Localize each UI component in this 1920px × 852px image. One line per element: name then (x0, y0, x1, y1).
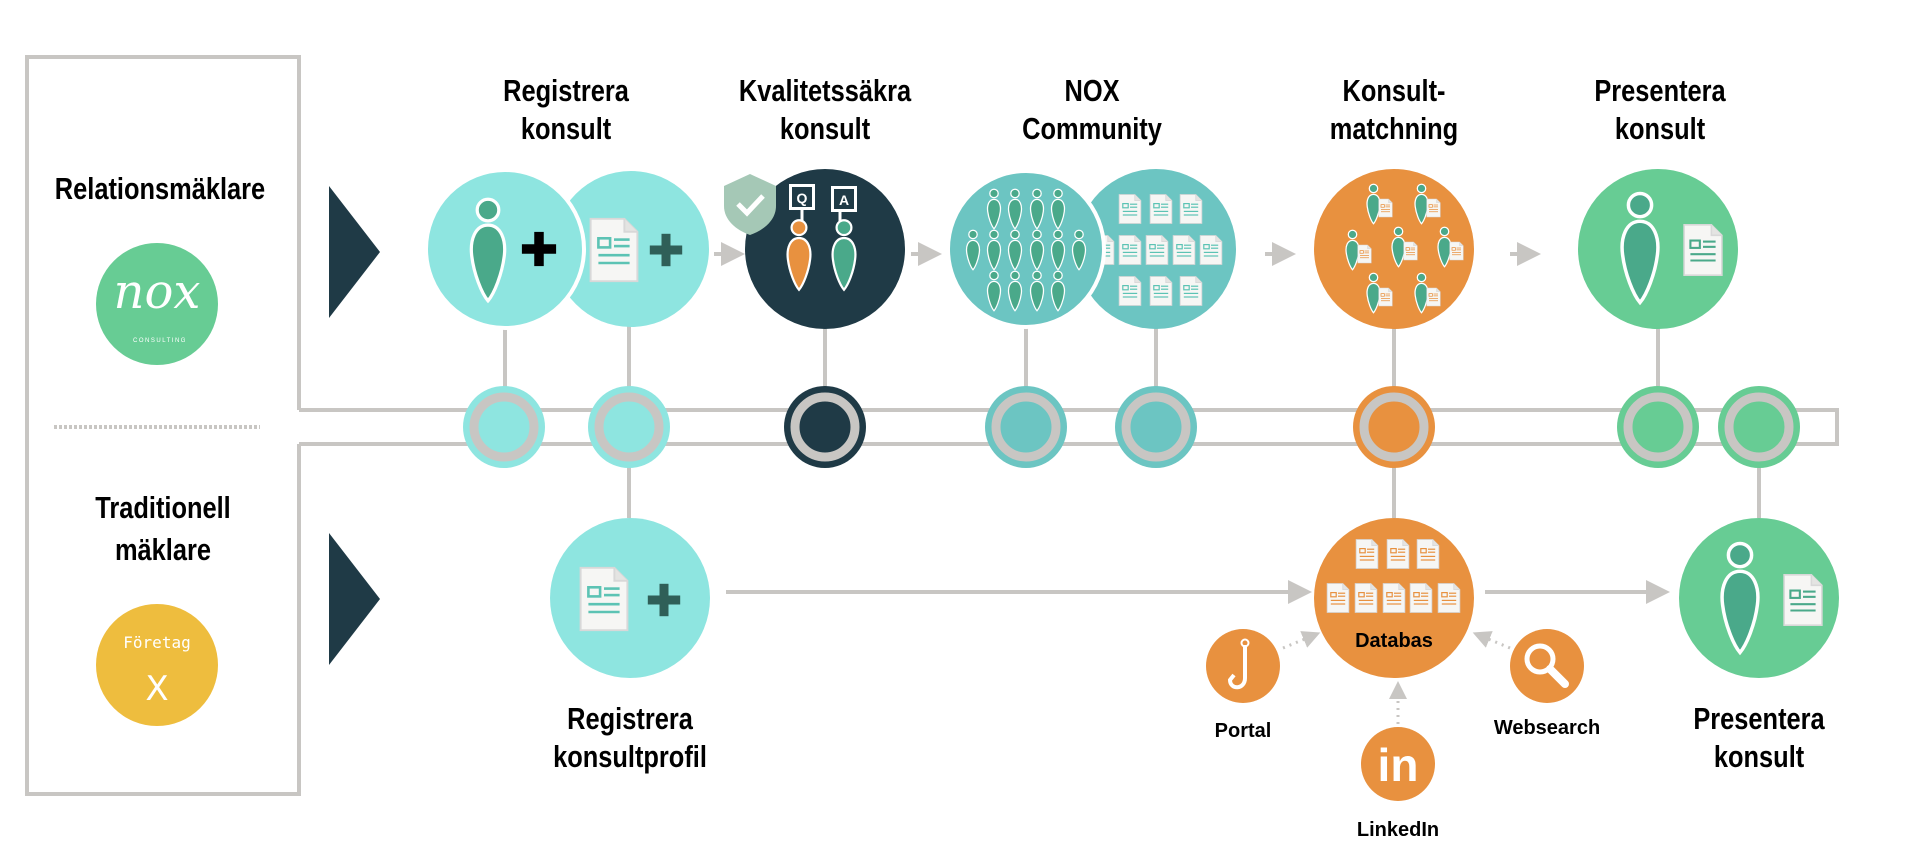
document-icon (1378, 198, 1393, 218)
node-registrera-2 (588, 386, 670, 468)
databas-label: Databas (1355, 630, 1433, 652)
portal-label: Portal (1215, 720, 1272, 742)
document-icon (1179, 193, 1203, 225)
foretag-logo-text: Företag (123, 633, 190, 652)
flow-arrows (714, 242, 1670, 724)
answer-bubble-text: A (839, 192, 849, 208)
source-websearch: Websearch (1494, 629, 1600, 739)
source-linkedin: in LinkedIn (1357, 727, 1439, 841)
document-icon (1437, 582, 1461, 614)
document-icon (1172, 234, 1196, 266)
question-bubble: Q (789, 184, 815, 224)
step-title: Registrera (567, 702, 693, 737)
node-presentera-1 (1617, 386, 1699, 468)
document-icon (1149, 193, 1173, 225)
foretag-x-logo: Företag X (96, 604, 218, 726)
step-title: konsult (1615, 112, 1706, 147)
registrera-konsult-step (424, 168, 709, 330)
step-title: konsult (521, 112, 612, 147)
node-registrera-1 (463, 386, 545, 468)
node-presentera-2 (1718, 386, 1800, 468)
hook-icon (1227, 645, 1247, 690)
source-portal: Portal (1206, 629, 1280, 742)
document-icon (1149, 275, 1173, 307)
traditionell-label-line1: Traditionell (95, 491, 231, 526)
document-icon (1426, 287, 1441, 307)
step-title: konsult (1714, 740, 1805, 775)
linkedin-label: LinkedIn (1357, 819, 1439, 841)
shield-check-icon (724, 174, 776, 235)
magnifier-icon (1524, 643, 1569, 688)
document-icon (1426, 198, 1441, 218)
document-icon (1179, 275, 1203, 307)
nox-community-step (946, 169, 1236, 329)
step-title: NOX (1064, 74, 1119, 109)
document-icon (1386, 538, 1410, 570)
document-icon (1145, 234, 1169, 266)
presentera-konsult-step (1578, 169, 1738, 329)
nox-logo-text: nox (114, 264, 201, 320)
node-matchning (1353, 386, 1435, 468)
traditionell-label-line2: mäklare (115, 533, 211, 568)
document-icon (579, 566, 629, 632)
document-icon (1326, 582, 1350, 614)
document-icon (1355, 538, 1379, 570)
bottom-row-arrow-icon (329, 533, 380, 665)
step-title: konsultprofil (553, 740, 707, 775)
document-icon (1199, 234, 1223, 266)
document-icon (1382, 582, 1406, 614)
document-icon (1354, 582, 1378, 614)
foretag-logo-subtext: X (145, 669, 168, 709)
document-icon (1449, 241, 1464, 261)
step-title: Konsult- (1342, 74, 1445, 109)
document-icon (1403, 241, 1418, 261)
nox-logo: nox CONSULTING (96, 243, 218, 365)
document-icon (1783, 573, 1823, 627)
konsultmatchning-step (1314, 169, 1474, 329)
step-title: Community (1022, 112, 1162, 147)
nox-logo-subtext: CONSULTING (133, 338, 187, 344)
websearch-label: Websearch (1494, 717, 1600, 739)
step-title: konsult (780, 112, 871, 147)
step-title: Kvalitetssäkra (739, 74, 912, 109)
document-icon (1118, 193, 1142, 225)
document-icon (1118, 275, 1142, 307)
presentera-konsult-bottom-step (1679, 518, 1839, 678)
linkedin-icon: in (1378, 739, 1419, 791)
step-title: matchning (1330, 112, 1458, 147)
step-title: Presentera (1594, 74, 1726, 109)
timeline-track (299, 408, 1839, 446)
document-icon (1357, 244, 1372, 264)
left-panel-frame (25, 55, 301, 796)
step-title: Registrera (503, 74, 629, 109)
answer-bubble: A (831, 186, 857, 226)
question-bubble-text: Q (797, 190, 808, 206)
top-row-arrow-icon (329, 186, 380, 318)
document-icon (1378, 287, 1393, 307)
kvalitetssakra-step: Q A (724, 169, 905, 329)
document-icon (1416, 538, 1440, 570)
relationsmaklare-label: Relationsmäklare (55, 172, 265, 207)
document-icon (589, 217, 639, 283)
registrera-konsultprofil-step (550, 518, 710, 678)
document-icon (1683, 223, 1723, 277)
document-icon (1409, 582, 1433, 614)
node-community-1 (985, 386, 1067, 468)
timeline-nodes (463, 386, 1800, 468)
node-community-2 (1115, 386, 1197, 468)
databas-step: Databas (1314, 518, 1474, 678)
step-title: Presentera (1693, 702, 1825, 737)
node-kvalitet (784, 386, 866, 468)
document-icon (1118, 234, 1142, 266)
